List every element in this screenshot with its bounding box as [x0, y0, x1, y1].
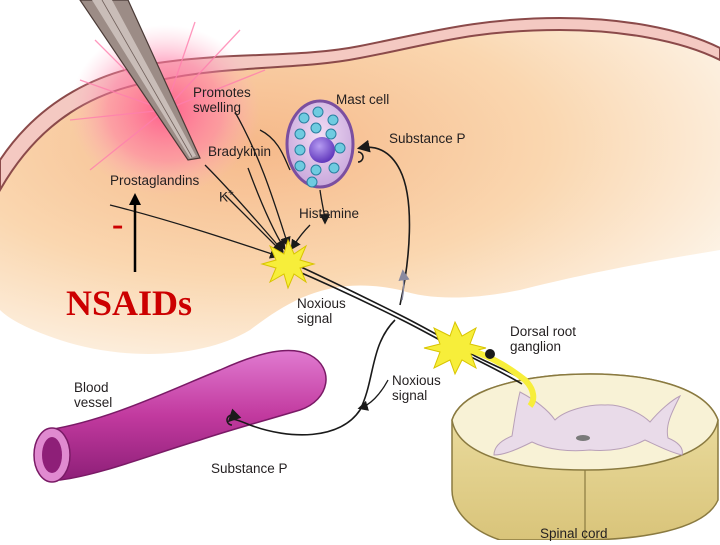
label-histamine: Histamine [299, 206, 360, 221]
signal-star-ganglion [423, 320, 487, 376]
label-blood-vessel: Blood vessel [74, 380, 113, 410]
blood-vessel [33, 349, 327, 483]
grey-matter [493, 391, 683, 456]
nsaids-label: NSAIDs [66, 283, 193, 323]
label-mast-cell: Mast cell [336, 92, 390, 107]
mast-cell [285, 99, 355, 189]
label-dorsal-root-ganglion: Dorsal root ganglion [510, 324, 577, 354]
label-promotes-swelling: Promotes swelling [193, 85, 251, 115]
label-spinal-cord: Spinal cord [540, 526, 608, 541]
inhibition-minus-sign: - [112, 206, 124, 243]
nerve-fibers [227, 139, 536, 436]
label-potassium: K+ [219, 188, 234, 205]
label-substance-p-top: Substance P [389, 131, 466, 146]
mediator-arrows [109, 111, 389, 411]
label-substance-p-bottom: Substance P [211, 461, 288, 476]
dorsal-root-ganglion [469, 347, 537, 408]
tack-needle [79, 0, 201, 161]
label-bradykinin: Bradykinin [208, 144, 272, 159]
label-prostaglandins: Prostaglandins [110, 173, 200, 188]
spinal-cord [451, 373, 719, 541]
signal-star-peripheral [260, 238, 316, 290]
potassium-charge: + [228, 188, 234, 199]
label-noxious-signal-2: Noxious signal [392, 373, 441, 403]
nsaids-inhibition-arrow [129, 193, 141, 272]
retrograde-arrow [398, 269, 410, 301]
label-noxious-signal-1: Noxious signal [297, 296, 346, 326]
nerve-terminals [226, 151, 364, 426]
